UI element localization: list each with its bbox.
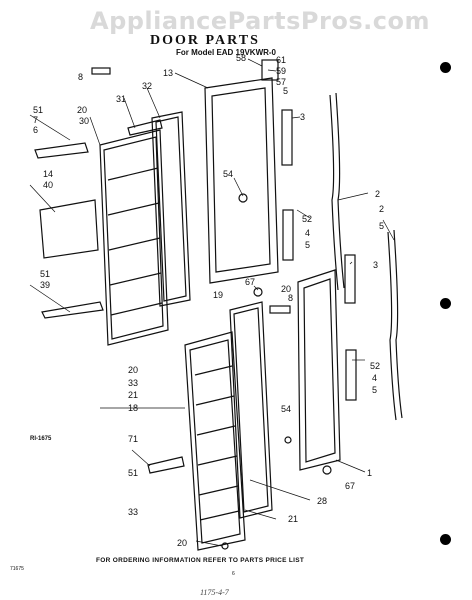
callout-71: 71 — [128, 434, 138, 444]
freezer-gasket — [151, 111, 191, 307]
callout-28: 28 — [317, 496, 327, 506]
callout-7: 7 — [33, 115, 38, 125]
page-number: 6 — [232, 571, 235, 577]
callout-59: 59 — [276, 66, 286, 76]
callout-5c: 5 — [379, 221, 384, 231]
model-label: For Model EAD 19VKWR-0 — [176, 48, 277, 57]
screw — [238, 193, 248, 203]
callout-3: 3 — [300, 112, 305, 122]
fresh-food-gasket — [229, 301, 273, 519]
callout-18: 18 — [128, 403, 138, 413]
callout-20c: 20 — [128, 365, 138, 375]
handwritten-note: 1175-4-7 — [200, 588, 229, 597]
callout-20d: 20 — [177, 538, 187, 548]
callout-6: 6 — [33, 125, 38, 135]
callout-4: 4 — [305, 228, 310, 238]
ordering-note: FOR ORDERING INFORMATION REFER TO PARTS … — [96, 557, 305, 564]
callout-67b: 67 — [345, 481, 355, 491]
callout-21: 21 — [128, 390, 138, 400]
freezer-inner-liner — [204, 77, 279, 284]
door-shelf-bar — [39, 199, 99, 259]
callout-1: 1 — [367, 468, 372, 478]
callout-67: 67 — [245, 277, 255, 287]
callout-54b: 54 — [281, 404, 291, 414]
callout-5d: 5 — [372, 385, 377, 395]
bottom-code: 71675 — [10, 566, 24, 572]
ri-code: RI-1675 — [30, 436, 52, 442]
callout-2: 2 — [375, 189, 380, 199]
callout-52b: 52 — [370, 361, 380, 371]
lower-handle — [387, 229, 403, 421]
punch-hole-middle — [440, 298, 451, 309]
callout-32: 32 — [142, 81, 152, 91]
hinge-bottom — [269, 305, 291, 314]
callout-31: 31 — [116, 94, 126, 104]
callout-20: 20 — [77, 105, 87, 115]
callout-51c: 51 — [128, 468, 138, 478]
callout-13: 13 — [163, 68, 173, 78]
bottom-trim — [147, 456, 185, 474]
callout-51: 51 — [33, 105, 43, 115]
screw-67 — [253, 287, 263, 297]
callout-8b: 8 — [288, 293, 293, 303]
screw-67b — [322, 465, 332, 475]
callout-19: 19 — [213, 290, 223, 300]
lower-handle-bracket-lower — [345, 349, 357, 401]
punch-hole-top — [440, 62, 451, 73]
upper-handle-bracket-lower — [282, 209, 294, 261]
lower-handle-bracket — [344, 254, 356, 304]
callout-33: 33 — [128, 378, 138, 388]
callout-54: 54 — [223, 169, 233, 179]
fresh-food-liner — [297, 269, 341, 471]
callout-52: 52 — [302, 214, 312, 224]
watermark: AppliancePartsPros.com — [90, 7, 430, 35]
callout-57: 57 — [276, 77, 286, 87]
callout-51b: 51 — [40, 269, 50, 279]
hinge-top — [91, 67, 111, 75]
callout-4b: 4 — [372, 373, 377, 383]
upper-handle — [329, 92, 345, 291]
callout-2b: 2 — [379, 204, 384, 214]
diagram-title: DOOR PARTS — [150, 33, 260, 48]
callout-21b: 21 — [288, 514, 298, 524]
screw-54 — [284, 436, 292, 444]
callout-58: 58 — [236, 53, 246, 63]
fresh-food-door-shell — [184, 331, 246, 551]
callout-33b: 33 — [128, 507, 138, 517]
callout-40: 40 — [43, 180, 53, 190]
callout-39: 39 — [40, 280, 50, 290]
callout-8: 8 — [78, 72, 83, 82]
callout-20b: 20 — [281, 284, 291, 294]
callout-30: 30 — [79, 116, 89, 126]
top-trim — [127, 119, 163, 136]
punch-hole-bottom — [440, 534, 451, 545]
callout-5: 5 — [283, 86, 288, 96]
shelf-trim-upper — [34, 142, 89, 159]
upper-handle-bracket — [281, 109, 293, 166]
callout-3b: 3 — [373, 260, 378, 270]
callout-14: 14 — [43, 169, 53, 179]
hinge-plate — [261, 59, 279, 81]
callout-5b: 5 — [305, 240, 310, 250]
shelf-trim-lower — [41, 301, 104, 319]
callout-61: 61 — [276, 55, 286, 65]
freezer-door-shell — [99, 129, 169, 346]
